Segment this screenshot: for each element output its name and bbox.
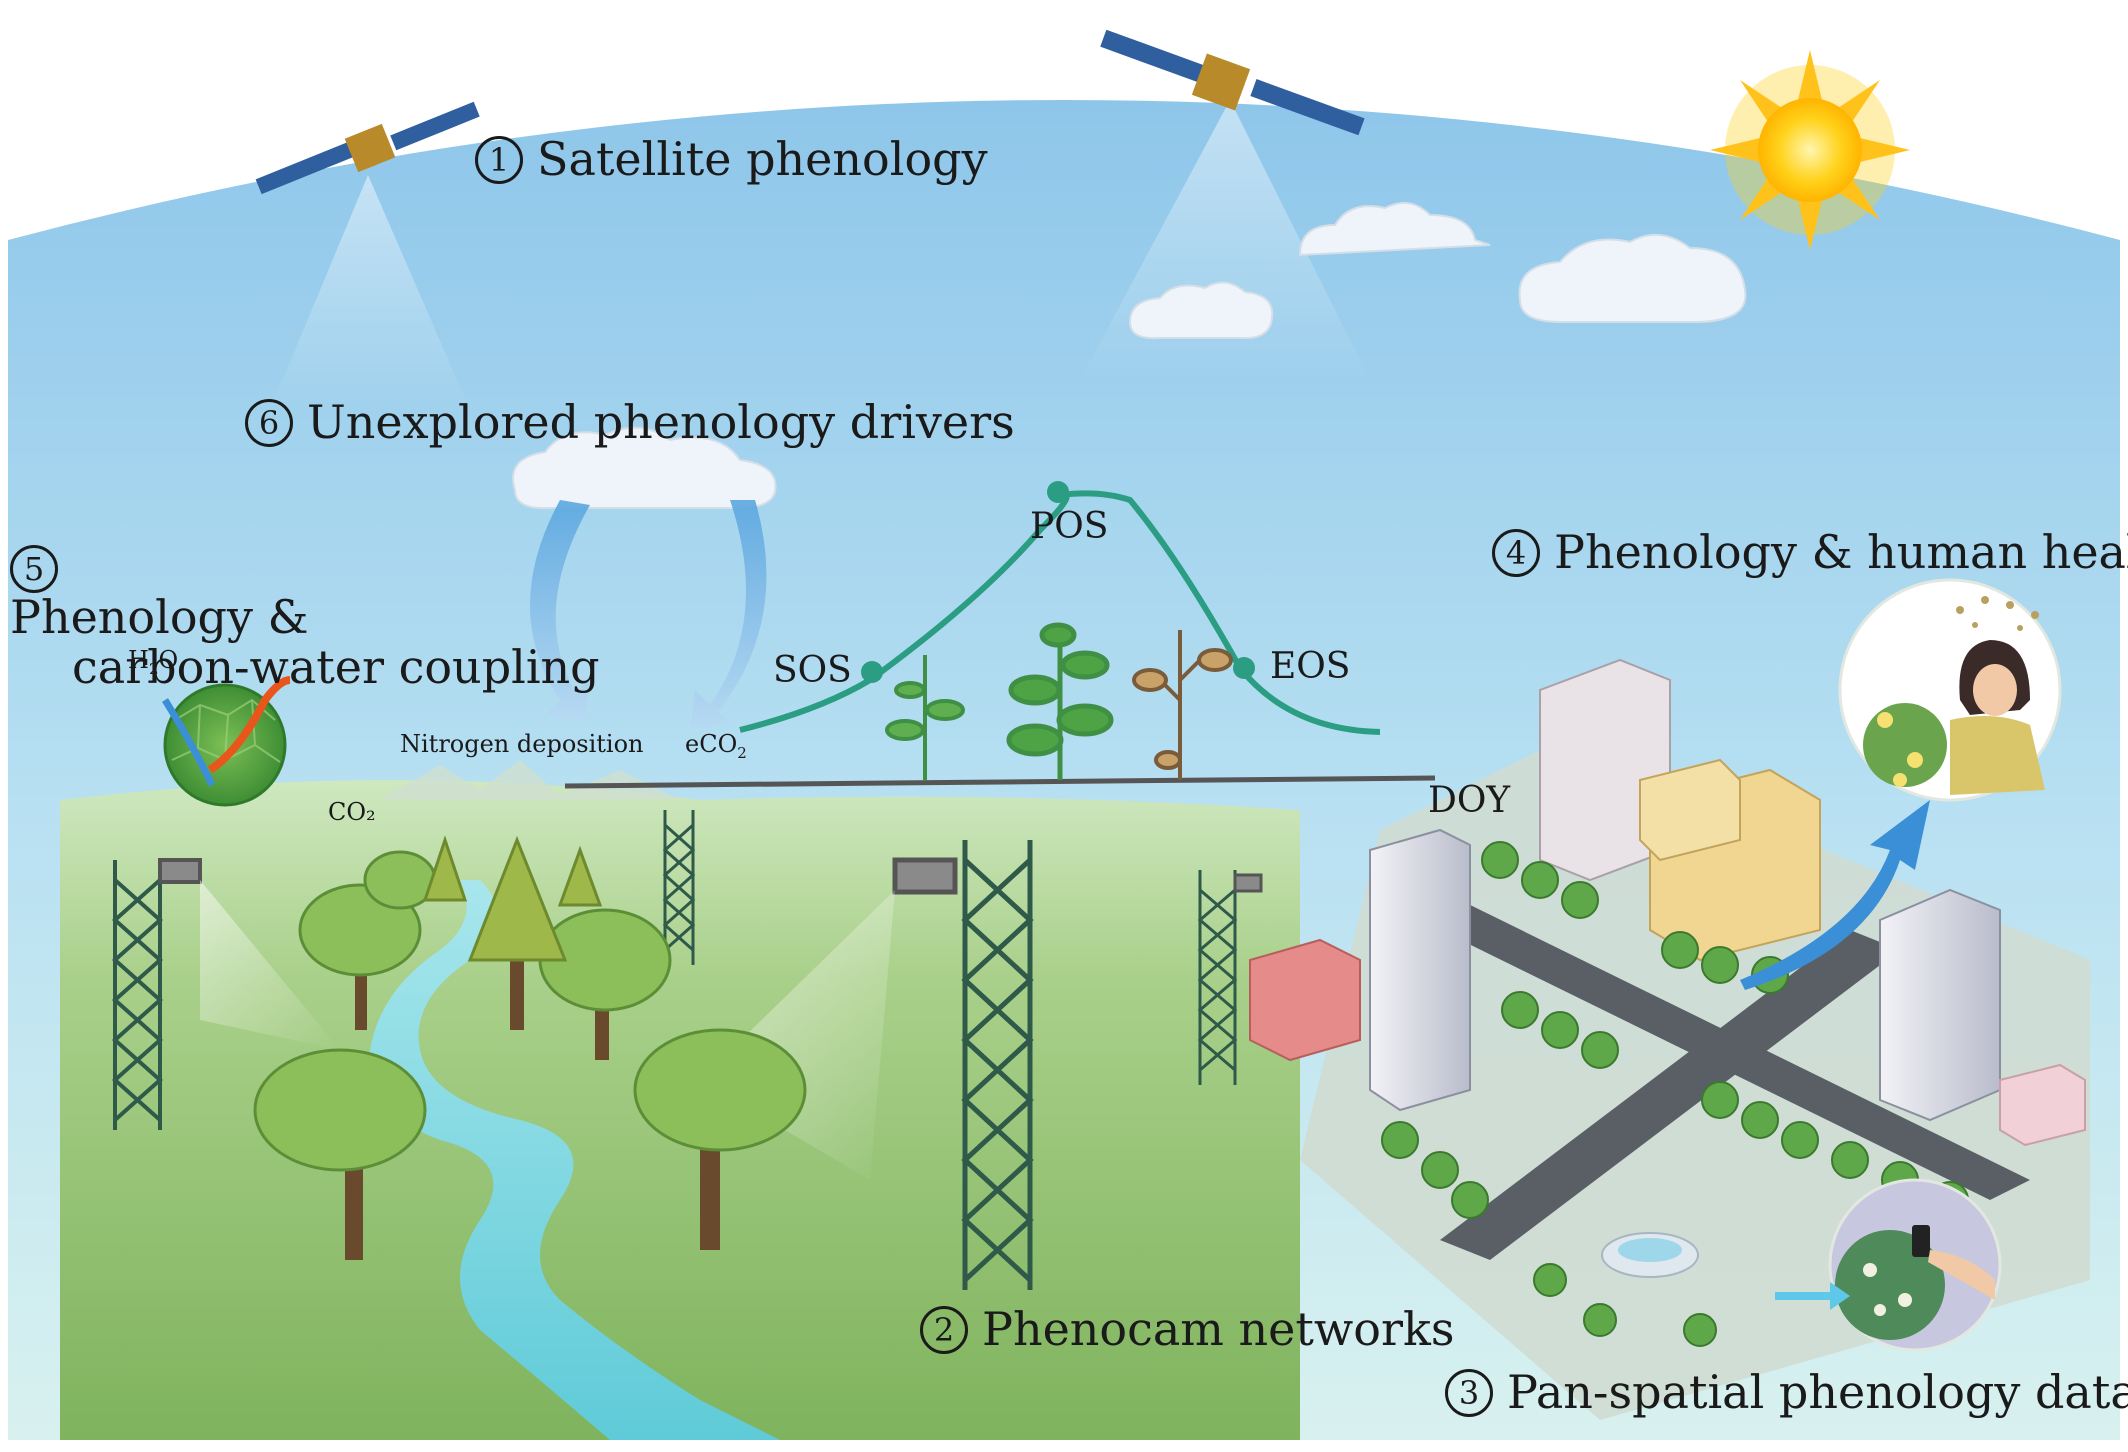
phenocam-tower-left (111, 858, 340, 1130)
label-eos: EOS (1270, 646, 1351, 687)
clouds (512, 201, 1747, 510)
plant-mature (1006, 622, 1114, 780)
label-number-2: 2 (920, 1306, 968, 1354)
label-panspatial-text: Pan-spatial phenology data (1507, 1365, 2128, 1419)
arrow-health (1740, 800, 1930, 990)
trees-forest (253, 835, 807, 1260)
label-h2o-b: O (158, 646, 179, 674)
label-doy: DOY (1428, 780, 1511, 821)
label-number-3: 3 (1445, 1369, 1493, 1417)
panspatial-circle (1775, 1178, 2002, 1352)
label-sos: SOS (773, 650, 852, 691)
satellite-left (255, 101, 480, 410)
label-carbon-line1-text: Phenology & (10, 590, 309, 644)
arrow-eco2 (690, 500, 767, 730)
phenocam-tower-right (1197, 870, 1263, 1085)
pos-point (1047, 481, 1069, 503)
label-co2: CO₂ (328, 798, 376, 826)
label-phenocam-networks: 2 Phenocam networks (920, 1305, 1454, 1354)
label-number-5: 5 (10, 545, 58, 593)
plant-senescent (1132, 630, 1233, 780)
label-carbon-line2: carbon-water coupling (72, 640, 600, 695)
label-unexplored-drivers: 6 Unexplored phenology drivers (245, 398, 1015, 447)
doy-axis (564, 775, 1436, 789)
sun-icon (1710, 50, 1910, 250)
plant-young (885, 655, 965, 780)
label-h2o-sub: 2 (148, 659, 159, 678)
sos-point (861, 661, 883, 683)
label-phenocam-text: Phenocam networks (982, 1302, 1455, 1356)
river (368, 880, 780, 1440)
label-h2o-a: H (128, 646, 149, 674)
label-human-health: 4 Phenology & human health (1492, 528, 2128, 577)
label-drivers-text: Unexplored phenology drivers (307, 395, 1015, 449)
label-eco2: eCO2 (685, 730, 747, 762)
label-number-4: 4 (1492, 529, 1540, 577)
label-number-6: 6 (245, 399, 293, 447)
label-nitrogen-deposition: Nitrogen deposition (400, 730, 644, 758)
eos-point (1233, 657, 1255, 679)
distant-mountains (380, 760, 680, 800)
label-number-1: 1 (475, 136, 523, 184)
label-pos: POS (1030, 506, 1109, 547)
health-circle (1838, 578, 2062, 802)
label-satellite-text: Satellite phenology (537, 132, 988, 186)
label-satellite-phenology: 1 Satellite phenology (475, 135, 988, 184)
label-h2o: H2O (128, 646, 179, 678)
label-health-text: Phenology & human health (1554, 525, 2128, 579)
arrow-nitrogen (530, 500, 590, 720)
label-pan-spatial: 3 Pan-spatial phenology data (1445, 1368, 2128, 1417)
label-eco2-sub: 2 (737, 743, 747, 762)
leaf-cross-section (162, 676, 291, 807)
label-eco2-prefix: eCO (685, 730, 738, 758)
